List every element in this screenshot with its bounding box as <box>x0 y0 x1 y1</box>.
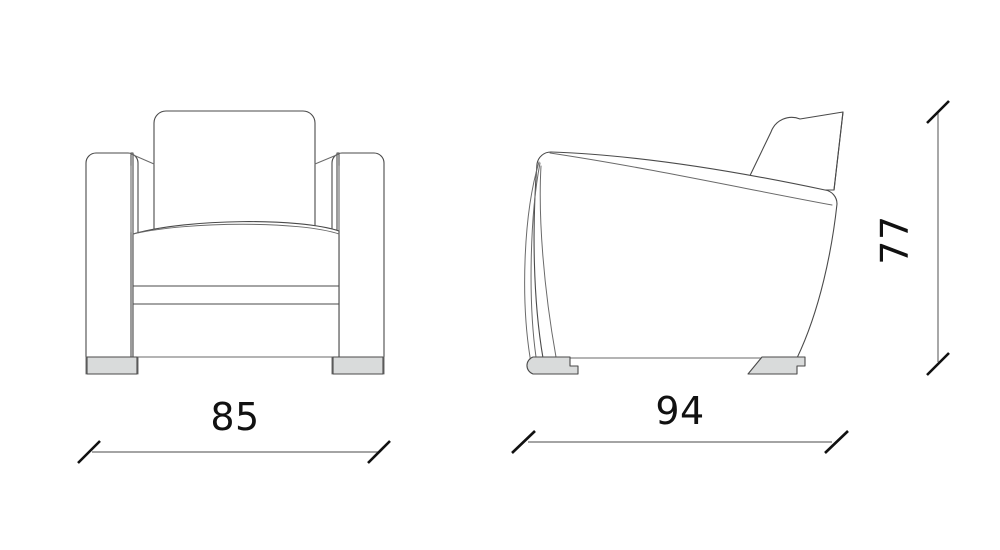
front-rail <box>133 304 339 357</box>
front-backrest <box>154 111 315 232</box>
side-rear-foot <box>747 356 806 375</box>
front-left-armrest-slope <box>130 153 155 165</box>
dimension-depth-tick-right <box>824 430 849 454</box>
side-front-piping-inner <box>539 165 557 358</box>
dimension-height: 77 <box>873 100 950 376</box>
front-right-armrest-slope <box>314 153 340 165</box>
dimension-depth: 94 <box>511 389 849 454</box>
front-seat-cushion-seam <box>132 223 340 235</box>
dimension-depth-label: 94 <box>655 389 704 433</box>
front-left-armrest <box>86 153 138 357</box>
front-right-leg-edge <box>331 356 385 375</box>
side-front-piping-outer <box>524 161 540 358</box>
dimension-depth-tick-left <box>511 430 536 454</box>
front-view <box>85 111 385 375</box>
dimension-height-label: 77 <box>873 215 917 264</box>
side-view <box>524 112 843 375</box>
front-seat-base <box>133 286 339 304</box>
side-seat-sweep <box>549 152 833 206</box>
dimension-width-tick-right <box>367 440 391 464</box>
dimension-height-tick-bottom <box>926 352 950 376</box>
dimension-width-label: 85 <box>210 395 259 439</box>
front-left-foot <box>86 356 138 375</box>
front-right-armrest <box>332 153 384 357</box>
front-left-leg-edge <box>85 356 139 375</box>
dimension-width: 85 <box>77 395 391 464</box>
dimension-width-tick-left <box>77 440 101 464</box>
front-right-foot <box>332 356 384 375</box>
dimension-height-tick-top <box>926 100 950 124</box>
side-backrest-right-edge <box>834 112 843 190</box>
side-front-foot <box>526 356 579 375</box>
front-seat-cushion <box>133 222 339 286</box>
side-front-piping-mid <box>530 162 541 358</box>
side-armrest-body <box>534 152 837 358</box>
